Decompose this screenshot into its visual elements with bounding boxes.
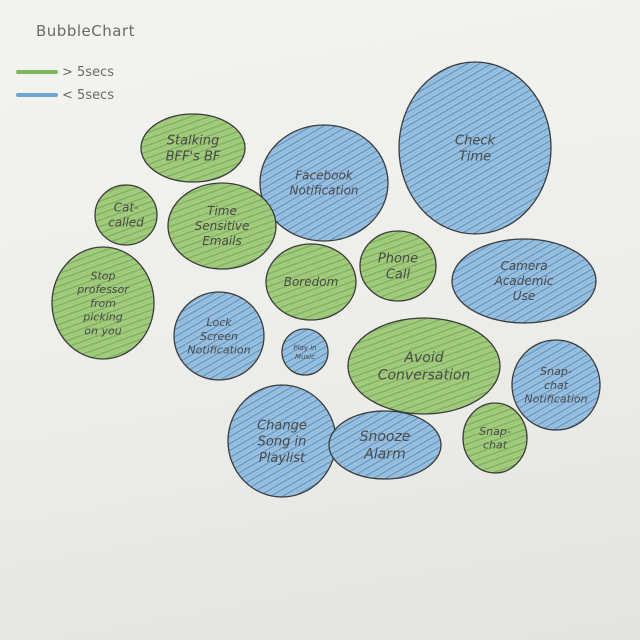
chart-title: BubbleChart [36,22,135,40]
bubble-label: picking [82,311,122,324]
bubble-label: Cat- [114,201,139,215]
bubble-label: Emails [202,234,242,248]
bubble-label: Notification [524,393,587,406]
bubble-label: Call [386,268,411,283]
bubble-label: from [90,297,116,310]
bubble-shape [265,243,357,321]
bubble-label: Camera [500,259,547,273]
bubble-cat-called: Cat-called [94,184,158,246]
bubble-label: called [108,216,144,230]
bubble-label: Stop [90,269,115,282]
bubble-label: Phone [378,251,418,266]
bubble-label: Use [513,289,535,303]
bubble-shape [398,61,552,235]
bubble-shape [451,238,597,324]
bubble-label: Alarm [363,447,405,463]
bubble-shape [281,328,329,376]
bubble-shape [173,291,265,381]
bubble-label: Conversation [378,368,471,384]
bubble-shape [359,230,437,302]
bubble-shape [511,339,601,431]
bubble-label: Snap- [479,425,511,438]
bubble-label: Snap- [540,365,572,378]
bubble-shape [51,246,155,360]
legend-label-over-5secs: > 5secs [62,65,114,80]
bubble-label: Avoid [403,350,443,366]
bubble-label: Music [295,353,315,361]
bubble-shape [328,410,442,480]
bubble-label: Snooze [360,429,411,445]
bubble-label: Screen [200,330,238,343]
bubble-label: Notification [187,344,250,357]
legend: > 5secs < 5secs [16,65,114,103]
bubble-label: Notification [289,184,358,198]
bubble-label: Change [257,418,307,433]
bubble-shape [347,317,501,415]
bubble-label: Check [455,133,495,148]
bubble-label: professor [76,283,130,296]
bubble-snap-chat: Snap-chat [462,402,528,474]
bubble-label: Stalking [167,133,220,148]
bubble-label: Facebook [295,169,354,183]
bubble-shape [259,124,389,242]
bubble-label: on you [84,324,121,337]
bubble-label: Play in [293,344,316,352]
bubble-label: Time [459,150,491,165]
bubble-label: Time [207,204,237,218]
bubble-shape [462,402,528,474]
legend-label-under-5secs: < 5secs [62,88,114,103]
bubble-label: Academic [494,274,554,288]
bubble-boredom: Boredom [265,243,357,321]
bubble-label: Song in [258,435,307,450]
bubble-label: chat [483,439,508,452]
bubble-label: Boredom [284,275,339,289]
bubble-label: chat [544,379,569,392]
bubble-label: BFF's BF [166,150,221,165]
bubble-label: Lock [206,316,232,329]
bubble-label: Sensitive [195,219,250,233]
bubble-shape [140,113,246,183]
bubble-shape [167,182,277,270]
bubble-label: Playlist [259,451,306,466]
bubble-shape [94,184,158,246]
